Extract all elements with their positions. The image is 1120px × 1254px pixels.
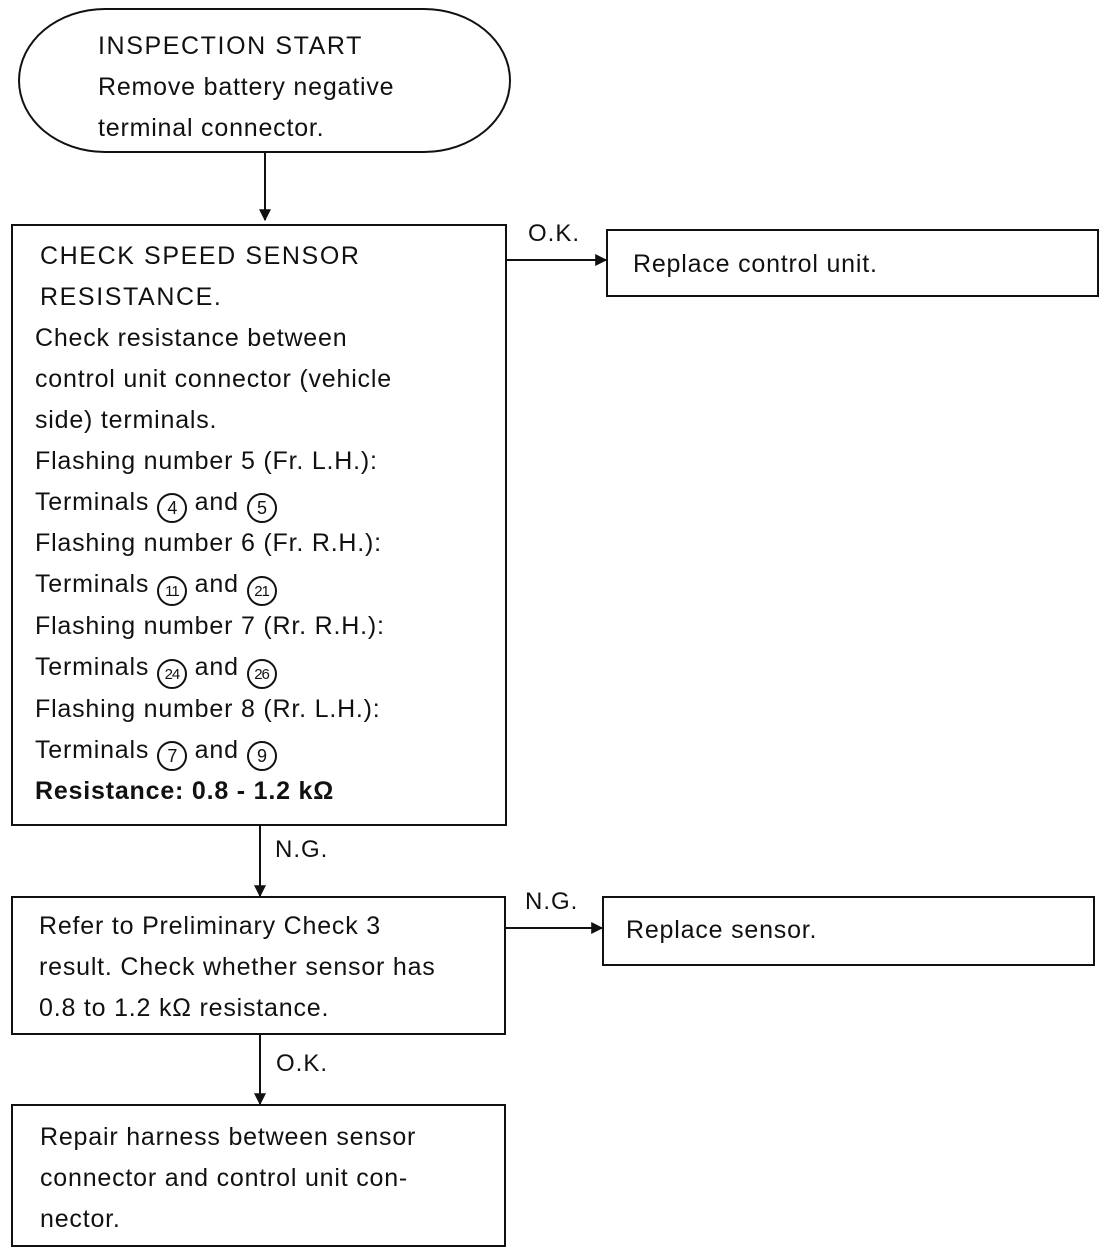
flashing-number-line: Flashing number 8 (Rr. L.H.): [35, 695, 381, 723]
ok-label: O.K. [528, 220, 581, 247]
replace-sensor-node: Replace sensor. [602, 896, 1095, 966]
replace-control-unit-node: Replace control unit. [606, 229, 1099, 297]
terminals-prefix: Terminals [35, 488, 150, 516]
check-intro-line: Check resistance between [35, 324, 348, 352]
start-title: INSPECTION START [98, 32, 363, 60]
terminal-number-badge: 4 [156, 493, 187, 523]
flashing-number-line: Flashing number 5 (Fr. L.H.): [35, 447, 378, 475]
terminal-number-badge: 7 [156, 741, 187, 771]
terminals-joiner: and [194, 488, 239, 516]
check-intro-line: control unit connector (vehicle [35, 365, 392, 393]
terminals-joiner: and [194, 570, 239, 598]
terminal-number-badge: 5 [246, 493, 277, 523]
terminal-number-badge: 11 [156, 576, 187, 606]
repair-harness-node: Repair harness between sensor connector … [11, 1104, 506, 1247]
terminals-joiner: and [194, 653, 239, 681]
refer-preliminary-check-node: Refer to Preliminary Check 3 result. Che… [11, 896, 506, 1035]
terminals-line: Terminals 7 and 9 [35, 730, 505, 771]
replace-sensor-text: Replace sensor. [626, 916, 818, 944]
check-intro-line: side) terminals. [35, 406, 218, 434]
start-line: terminal connector. [98, 114, 325, 142]
start-line: Remove battery negative [98, 73, 395, 101]
flashing-number-line: Flashing number 6 (Fr. R.H.): [35, 529, 382, 557]
inspection-start-node: INSPECTION START Remove battery negative… [18, 8, 511, 153]
repair-line: nector. [40, 1205, 121, 1233]
resistance-spec: Resistance: 0.8 - 1.2 kΩ [35, 777, 335, 805]
terminal-number-badge: 21 [246, 576, 277, 606]
terminals-line: Terminals 24 and 26 [35, 647, 505, 689]
refer-line: Refer to Preliminary Check 3 [39, 912, 381, 940]
ng-label: N.G. [275, 836, 329, 863]
terminals-joiner: and [194, 736, 239, 764]
terminals-line: Terminals 4 and 5 [35, 482, 505, 523]
replace-control-unit-text: Replace control unit. [633, 250, 878, 278]
terminal-number-badge: 26 [246, 659, 277, 689]
terminals-prefix: Terminals [35, 570, 150, 598]
repair-line: connector and control unit con- [40, 1164, 409, 1192]
terminal-number-badge: 24 [156, 659, 187, 689]
repair-line: Repair harness between sensor [40, 1123, 417, 1151]
check-heading: CHECK SPEED SENSOR [40, 242, 361, 270]
refer-line: 0.8 to 1.2 kΩ resistance. [39, 994, 330, 1022]
check-heading: RESISTANCE. [40, 283, 223, 311]
ok-label: O.K. [276, 1050, 329, 1077]
refer-line: result. Check whether sensor has [39, 953, 436, 981]
flashing-number-line: Flashing number 7 (Rr. R.H.): [35, 612, 385, 640]
terminals-line: Terminals 11 and 21 [35, 564, 505, 606]
ng-label: N.G. [525, 888, 579, 915]
check-speed-sensor-node: CHECK SPEED SENSOR RESISTANCE. Check res… [11, 224, 507, 826]
terminal-number-badge: 9 [246, 741, 277, 771]
terminals-prefix: Terminals [35, 653, 150, 681]
terminals-prefix: Terminals [35, 736, 150, 764]
